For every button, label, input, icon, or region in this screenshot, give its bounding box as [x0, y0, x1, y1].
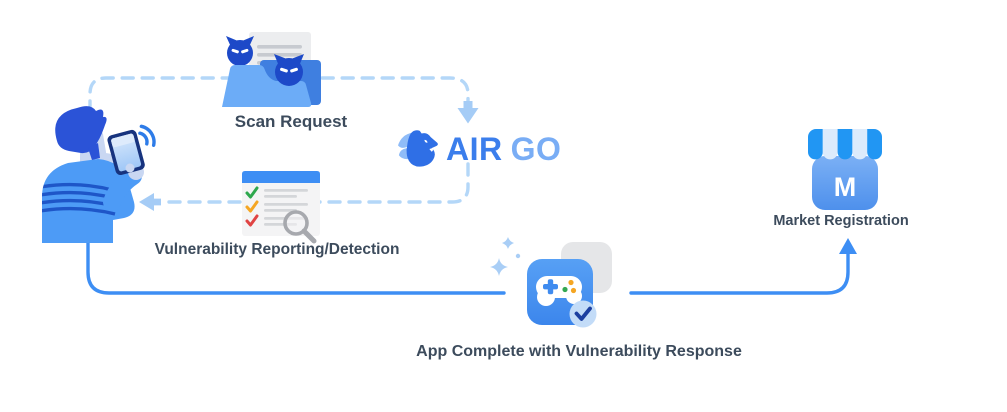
store-awning — [808, 129, 882, 160]
airgo-logo: AIR GO — [397, 128, 561, 170]
scan-request-label: Scan Request — [234, 112, 348, 131]
release-flow-solid-path — [86, 232, 850, 295]
brand-name-primary: AIR — [446, 130, 503, 167]
malware-icon — [226, 36, 254, 66]
game-app-check-icon — [490, 237, 612, 328]
check-badge-icon — [569, 300, 597, 328]
person-with-phone-icon — [42, 106, 156, 243]
up-arrow-icon — [839, 238, 857, 254]
vulnerability-reporting-label: Vulnerability Reporting/Detection — [154, 241, 400, 258]
folder-with-malware-icon — [222, 32, 321, 107]
down-arrow-icon — [457, 101, 479, 124]
checklist-magnifier-icon — [242, 171, 320, 244]
dpad-icon — [543, 279, 558, 295]
market-registration-label: Market Registration — [773, 213, 909, 229]
app-complete-label: App Complete with Vulnerability Response — [416, 343, 742, 360]
left-arrow-icon — [139, 193, 161, 211]
request-flow-dashed-path — [88, 76, 470, 204]
phone-icon — [107, 129, 145, 176]
sparkle-icon — [490, 237, 521, 276]
airgo-lion-icon — [398, 130, 438, 167]
market-store-icon: M — [808, 129, 882, 210]
magnifier-icon — [283, 210, 317, 244]
store-monogram: M — [834, 172, 857, 202]
malware-icon — [274, 54, 304, 86]
brand-name-secondary: GO — [510, 130, 562, 167]
wifi-signal-icon — [138, 124, 156, 148]
